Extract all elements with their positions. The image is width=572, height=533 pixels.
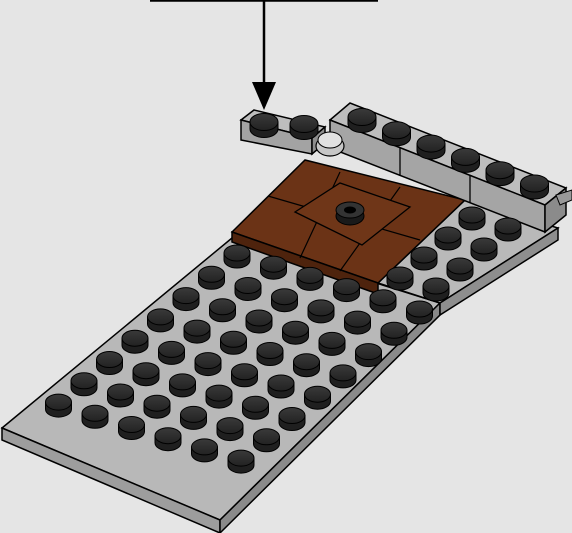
base-plate-stud <box>308 300 334 323</box>
base-plate-stud <box>155 428 181 451</box>
arrow-head <box>252 82 276 110</box>
side-plate-stud <box>387 267 413 290</box>
base-plate-stud <box>184 320 210 343</box>
brick-stud <box>452 148 480 172</box>
base-plate-stud <box>279 408 305 431</box>
brick-stud <box>417 135 445 159</box>
hinge-round <box>316 132 344 156</box>
base-plate-stud <box>144 395 170 418</box>
base-plate-stud <box>272 289 298 312</box>
side-plate-stud <box>423 278 449 301</box>
new-part-stud <box>250 114 278 138</box>
base-plate-stud <box>210 299 236 322</box>
base-plate-stud <box>283 321 309 344</box>
base-plate-stud <box>334 279 360 302</box>
brick-stud <box>383 122 411 146</box>
base-plate-stud <box>195 353 221 376</box>
base-plate-stud <box>246 310 272 333</box>
base-plate-stud <box>305 386 331 409</box>
base-plate-stud <box>82 405 108 428</box>
base-plate-stud <box>261 256 287 279</box>
side-plate-stud <box>447 258 473 281</box>
base-plate-stud <box>221 331 247 354</box>
base-plate-stud <box>133 363 159 386</box>
side-plate-stud <box>459 207 485 230</box>
base-plate-stud <box>319 332 345 355</box>
brick-stud <box>486 162 514 186</box>
base-plate-stud <box>224 245 250 268</box>
brick-stud <box>348 109 376 133</box>
base-plate-stud <box>108 384 134 407</box>
base-plate-stud <box>370 290 396 313</box>
base-plate-stud <box>46 394 72 417</box>
base-plate-stud <box>119 417 145 440</box>
base-plate-stud <box>235 278 261 301</box>
base-plate-stud <box>199 266 225 289</box>
base-plate-stud <box>294 354 320 377</box>
side-plate-stud <box>435 227 461 250</box>
base-plate-stud <box>228 450 254 473</box>
base-plate-stud <box>254 429 280 452</box>
side-plate-stud <box>495 218 521 241</box>
base-plate-stud <box>170 374 196 397</box>
base-plate-stud <box>381 322 407 345</box>
brick-stud <box>521 175 549 199</box>
callout-arrow <box>150 1 378 110</box>
side-plate-stud <box>411 247 437 270</box>
base-plate-stud <box>356 344 382 367</box>
base-plate-stud <box>173 288 199 311</box>
new-part-stud <box>290 116 318 140</box>
base-plate-stud <box>159 341 185 364</box>
base-plate-stud <box>232 364 258 387</box>
base-plate-stud <box>345 311 371 334</box>
side-plate-stud <box>471 238 497 261</box>
base-plate-stud <box>330 365 356 388</box>
base-plate-stud <box>148 309 174 332</box>
base-plate-stud <box>297 267 323 290</box>
base-plate-stud <box>407 301 433 324</box>
base-plate-stud <box>181 406 207 429</box>
base-plate-stud <box>122 330 148 353</box>
base-plate-stud <box>268 375 294 398</box>
base-plate-stud <box>257 343 283 366</box>
base-plate-stud <box>97 352 123 375</box>
base-plate-stud <box>217 418 243 441</box>
base-plate-stud <box>206 385 232 408</box>
base-plate-stud <box>71 373 97 396</box>
base-plate-stud <box>192 439 218 462</box>
base-plate-stud <box>243 396 269 419</box>
